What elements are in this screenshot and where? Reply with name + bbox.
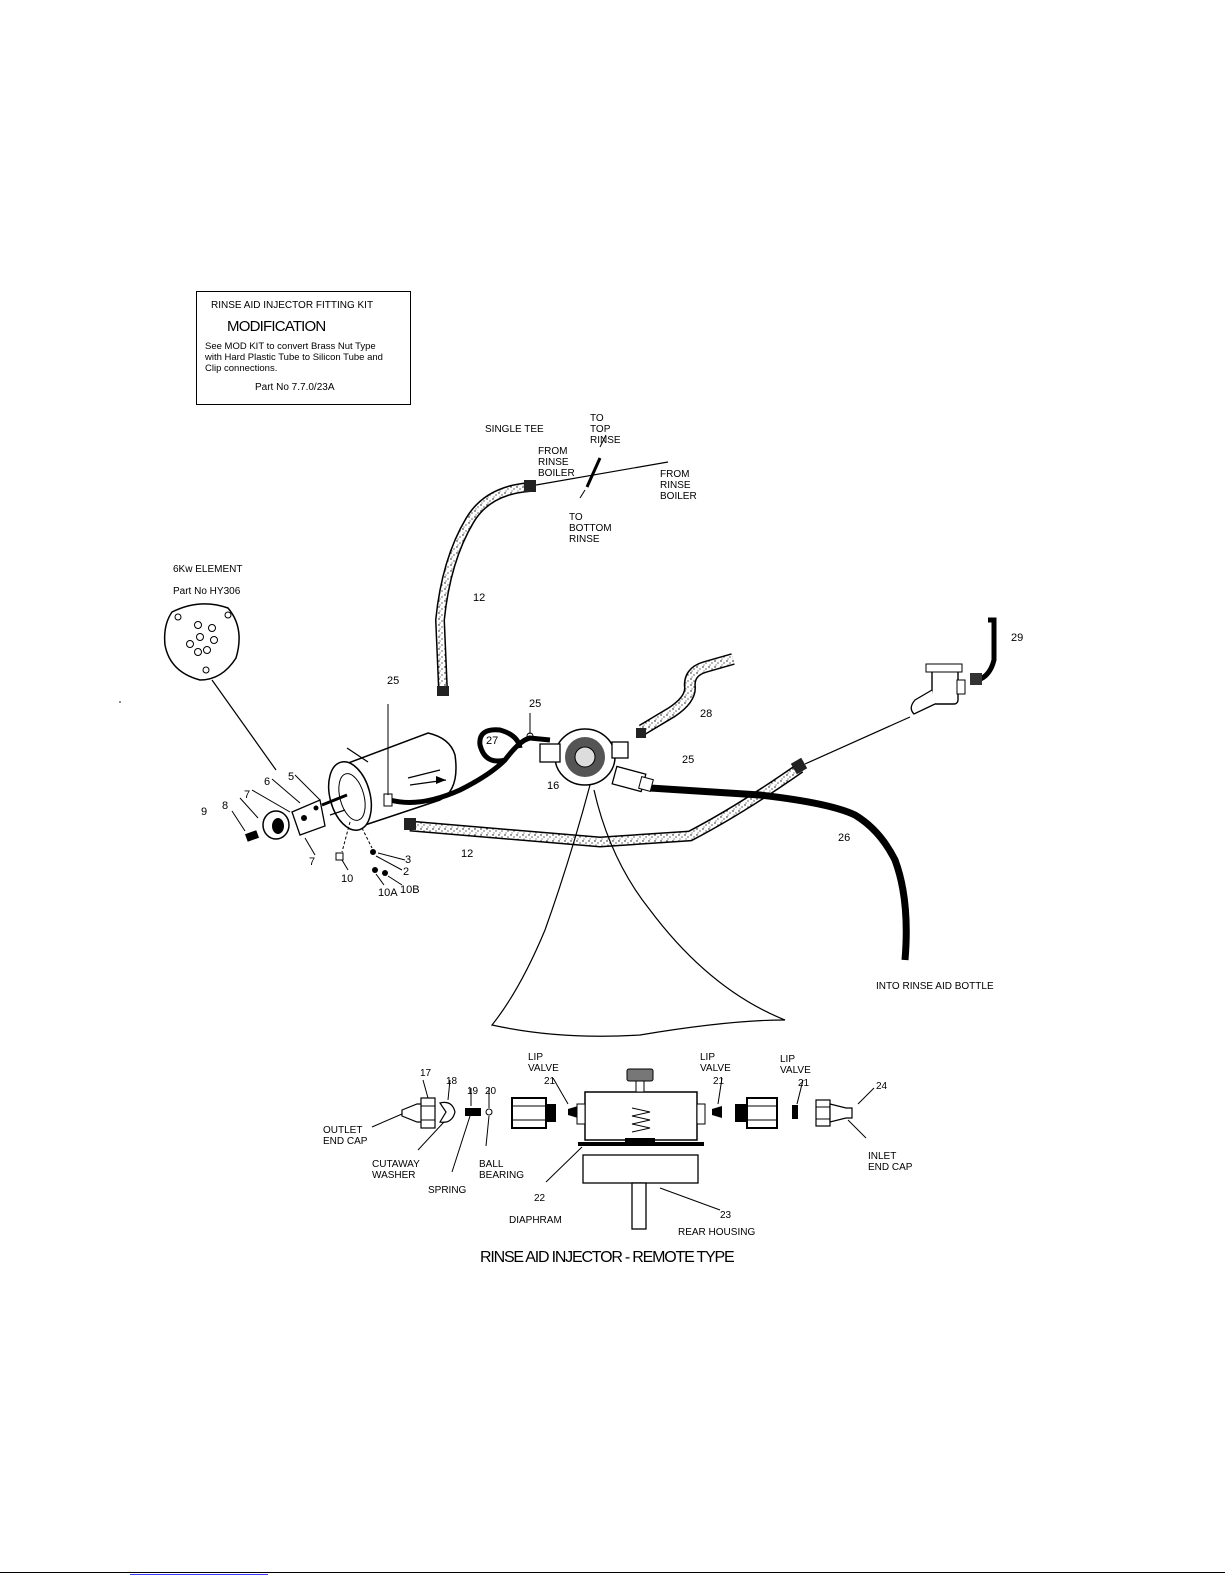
kit-part-number: Part No 7.7.0/23A (255, 382, 335, 393)
diaphram-label: DIAPHRAM (509, 1215, 562, 1226)
flange-assembly (231, 774, 406, 886)
part-number-12-lower: 12 (461, 848, 474, 860)
part-number-10b: 10B (400, 884, 420, 896)
part-number-22: 22 (534, 1193, 546, 1204)
footer-rule (0, 1572, 1225, 1573)
into-rinse-aid-bottle-label: INTO RINSE AID BOTTLE (876, 981, 994, 992)
part-number-28: 28 (700, 708, 713, 720)
part-number-26: 26 (838, 832, 851, 844)
part-number-10a: 10A (378, 887, 398, 899)
ball-bearing-label: BALL BEARING (479, 1159, 525, 1181)
hose-26 (649, 784, 910, 961)
part-number-21-b: 21 (713, 1076, 725, 1087)
element-name: 6Kw ELEMENT (173, 564, 243, 575)
from-rinse-boiler-label-right: FROM RINSE BOILER (660, 469, 697, 502)
hose-27 (389, 727, 551, 805)
to-bottom-rinse-label: TO BOTTOM RINSE (569, 512, 612, 545)
part-number-7-upper: 7 (244, 789, 251, 801)
single-tee-label: SINGLE TEE (485, 424, 544, 435)
part-number-10: 10 (341, 873, 354, 885)
part-number-8: 8 (222, 800, 229, 812)
part-number-21-c: 21 (798, 1078, 810, 1089)
part-number-12-upper: 12 (473, 592, 486, 604)
callout-outline (490, 784, 786, 1037)
part-number-16: 16 (547, 780, 560, 792)
boiler-cylinder (327, 732, 457, 831)
part-number-9: 9 (201, 806, 208, 818)
part-number-7-lower: 7 (309, 856, 316, 868)
kit-description: See MOD KIT to convert Brass Nut Type wi… (205, 341, 383, 374)
lip-valve-label-1: LIP VALVE (528, 1052, 559, 1074)
to-top-rinse-label: TO TOP RINSE (590, 413, 621, 446)
lip-valve-label-3: LIP VALVE (780, 1054, 811, 1076)
part-number-19: 19 (467, 1086, 479, 1097)
part-number-2: 2 (403, 866, 410, 878)
solenoid-valve (910, 617, 997, 715)
cutaway-washer-label: CUTAWAY WASHER (372, 1159, 420, 1181)
modification-kit-box: RINSE AID INJECTOR FITTING KIT MODIFICAT… (196, 291, 411, 405)
part-number-29: 29 (1011, 632, 1024, 644)
element-part-number: Part No HY306 (173, 586, 241, 597)
injector-title: RINSE AID INJECTOR - REMOTE TYPE (480, 1249, 735, 1266)
part-number-25-c: 25 (682, 754, 695, 766)
part-number-21-a: 21 (544, 1076, 556, 1087)
from-rinse-boiler-label-left: FROM RINSE BOILER (538, 446, 575, 479)
element-plate (163, 603, 277, 771)
part-number-3: 3 (405, 854, 412, 866)
part-number-5: 5 (288, 771, 295, 783)
part-number-27: 27 (486, 735, 499, 747)
part-number-6: 6 (264, 776, 271, 788)
rear-housing-label: REAR HOUSING (678, 1227, 756, 1238)
part-number-17: 17 (420, 1068, 432, 1079)
kit-heading: MODIFICATION (227, 318, 326, 335)
kit-title: RINSE AID INJECTOR FITTING KIT (211, 300, 374, 311)
part-number-25-a: 25 (387, 675, 400, 687)
part-number-18: 18 (446, 1076, 458, 1087)
part-number-25-b: 25 (529, 698, 542, 710)
remote-injector (371, 1068, 875, 1230)
spring-label: SPRING (428, 1185, 467, 1196)
single-tee (535, 434, 669, 499)
inlet-end-cap-label: INLET END CAP (868, 1151, 913, 1173)
lip-valve-label-2: LIP VALVE (700, 1052, 731, 1074)
injector-body (526, 713, 654, 793)
part-number-24: 24 (876, 1081, 888, 1092)
outlet-end-cap-label: OUTLET END CAP (323, 1125, 368, 1147)
hose-12-upper (434, 482, 531, 691)
part-number-23: 23 (720, 1210, 732, 1221)
footer-link-underline[interactable] (130, 1574, 268, 1575)
part-number-20: 20 (485, 1086, 497, 1097)
